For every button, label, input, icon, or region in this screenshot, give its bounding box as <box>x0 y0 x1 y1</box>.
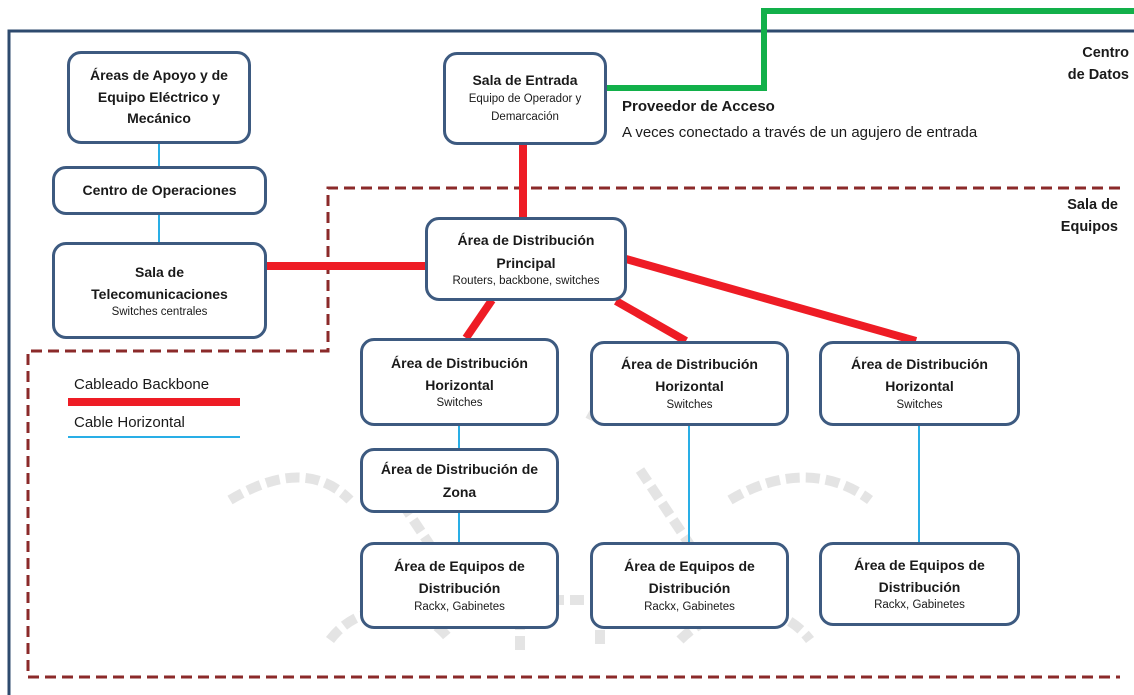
backbone-cable <box>462 297 496 341</box>
data-center-label-line2: de Datos <box>1067 67 1129 84</box>
main-distribution-box: Área de Distribución Principal Routers, … <box>425 217 627 301</box>
equipment-distribution-sub-3: Rackx, Gabinetes <box>874 599 965 612</box>
horizontal-distribution-box-2: Área de Distribución Horizontal Switches <box>590 341 789 426</box>
entrance-room-box: Sala de Entrada Equipo de Operador y Dem… <box>443 52 607 145</box>
backbone-cable <box>624 255 918 345</box>
data-center-label: Centro de Datos <box>1068 42 1129 87</box>
horizontal-distribution-title-1: Área de Distribución Horizontal <box>391 354 528 393</box>
operations-center-title: Centro de Operaciones <box>82 182 237 199</box>
equipment-room-label-line2: Equipos <box>1060 219 1118 236</box>
equipment-distribution-box-2: Área de Equipos de Distribución Rackx, G… <box>590 542 789 629</box>
legend-backbone-label: Cableado Backbone <box>74 376 210 393</box>
horizontal-distribution-sub-1: Switches <box>436 397 483 410</box>
legend-horizontal-label: Cable Horizontal <box>74 414 185 431</box>
entrance-room-title: Sala de Entrada <box>472 71 578 88</box>
horizontal-distribution-sub-3: Switches <box>896 398 943 411</box>
telecom-room-sub: Switches centrales <box>111 306 208 319</box>
horizontal-distribution-box-1: Área de Distribución Horizontal Switches <box>360 338 559 426</box>
equipment-distribution-title-2: Área de Equipos de Distribución <box>624 558 755 597</box>
equipment-distribution-title-1: Área de Equipos de Distribución <box>394 558 525 597</box>
data-center-label-line1: Centro <box>1082 45 1129 61</box>
support-areas-title: Áreas de Apoyo y de Equipo Eléctrico y M… <box>90 66 228 127</box>
support-areas-box: Áreas de Apoyo y de Equipo Eléctrico y M… <box>67 51 251 144</box>
horizontal-distribution-title-2: Área de Distribución Horizontal <box>621 356 758 395</box>
provider-title: Proveedor de Acceso <box>622 98 775 115</box>
equipment-distribution-sub-2: Rackx, Gabinetes <box>644 600 735 613</box>
telecom-room-box: Sala de Telecomunicaciones Switches cent… <box>52 242 267 339</box>
main-distribution-sub: Routers, backbone, switches <box>452 274 600 287</box>
zone-distribution-title: Área de Distribución de Zona <box>380 461 539 500</box>
horizontal-distribution-title-3: Área de Distribución Horizontal <box>851 356 988 395</box>
horizontal-distribution-box-3: Área de Distribución Horizontal Switches <box>819 341 1020 426</box>
equipment-room-label-line1: Sala de <box>1067 197 1118 213</box>
provider-note: A veces conectado a través de un agujero… <box>622 124 978 141</box>
zone-distribution-box: Área de Distribución de Zona <box>360 448 559 513</box>
horizontal-distribution-sub-2: Switches <box>666 398 713 411</box>
equipment-distribution-sub-1: Rackx, Gabinetes <box>414 600 505 613</box>
equipment-room-label: Sala de Equipos <box>1061 194 1118 239</box>
main-distribution-title: Área de Distribución Principal <box>457 232 595 271</box>
equipment-distribution-box-3: Área de Equipos de Distribución Rackx, G… <box>819 542 1020 626</box>
equipment-room-boundary <box>26 186 1120 679</box>
entrance-room-sub: Equipo de Operador y Demarcación <box>468 92 582 123</box>
telecom-room-title: Sala de Telecomunicaciones <box>91 263 228 303</box>
operations-center-box: Centro de Operaciones <box>52 166 267 215</box>
data-center-frame <box>7 29 1134 695</box>
backbone-cable <box>614 297 688 345</box>
equipment-distribution-box-1: Área de Equipos de Distribución Rackx, G… <box>360 542 559 629</box>
provider-access-line <box>606 8 1134 91</box>
equipment-distribution-title-3: Área de Equipos de Distribución <box>854 556 985 595</box>
